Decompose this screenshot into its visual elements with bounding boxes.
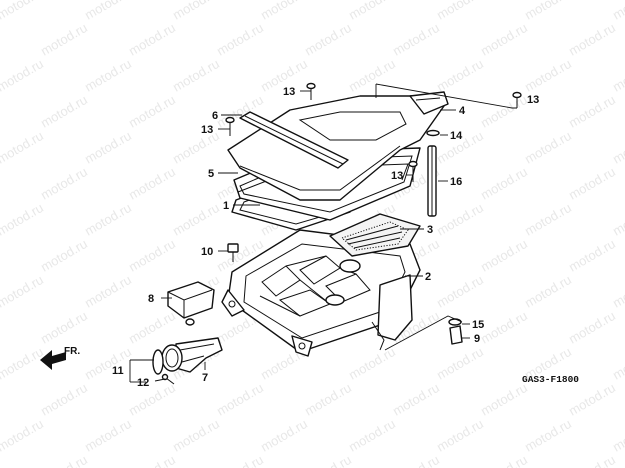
callout-16: 16 — [450, 176, 462, 188]
screw-13c — [408, 160, 418, 182]
screw-13d — [512, 91, 522, 108]
callout-6: 6 — [212, 110, 218, 122]
diagram-code: GAS3-F1800 — [522, 374, 579, 385]
callout-4: 4 — [459, 105, 466, 117]
bolt-10 — [227, 243, 239, 262]
callout-11: 11 — [112, 365, 124, 377]
air-cleaner-cover — [227, 91, 449, 201]
air-cleaner-case — [221, 229, 421, 357]
air-cleaner-element — [329, 213, 421, 257]
screw-13a — [306, 82, 316, 100]
rubber-strip — [239, 111, 349, 169]
drain-tube — [427, 145, 437, 217]
callout-12: 12 — [137, 377, 149, 389]
cap-15 — [448, 318, 462, 326]
connector-8 — [167, 281, 215, 326]
callout-labels: 13 6 13 5 1 10 8 13 13 4 14 16 3 2 15 9 … — [112, 86, 539, 389]
intake-tube-7 — [161, 337, 223, 373]
callout-10: 10 — [201, 246, 213, 258]
callout-8: 8 — [148, 293, 154, 305]
screw-13b — [225, 116, 235, 136]
callout-5: 5 — [208, 168, 214, 180]
callout-13a: 13 — [283, 86, 295, 98]
front-arrow-icon — [40, 350, 66, 370]
drain-plug-9 — [449, 325, 463, 345]
leader-lines — [129, 83, 517, 383]
clip — [426, 129, 440, 137]
band-11 — [152, 349, 164, 375]
callout-15: 15 — [472, 319, 484, 331]
callout-13b: 13 — [201, 124, 213, 136]
callout-13c: 13 — [391, 170, 403, 182]
callout-14: 14 — [450, 130, 463, 142]
callout-7: 7 — [202, 372, 208, 384]
callout-13d: 13 — [527, 94, 539, 106]
callout-1: 1 — [223, 200, 229, 212]
callout-3: 3 — [427, 224, 433, 236]
callout-2: 2 — [425, 271, 431, 283]
callout-9: 9 — [474, 333, 480, 345]
screw-12 — [161, 373, 175, 385]
front-marker-label: FR. — [64, 346, 80, 357]
